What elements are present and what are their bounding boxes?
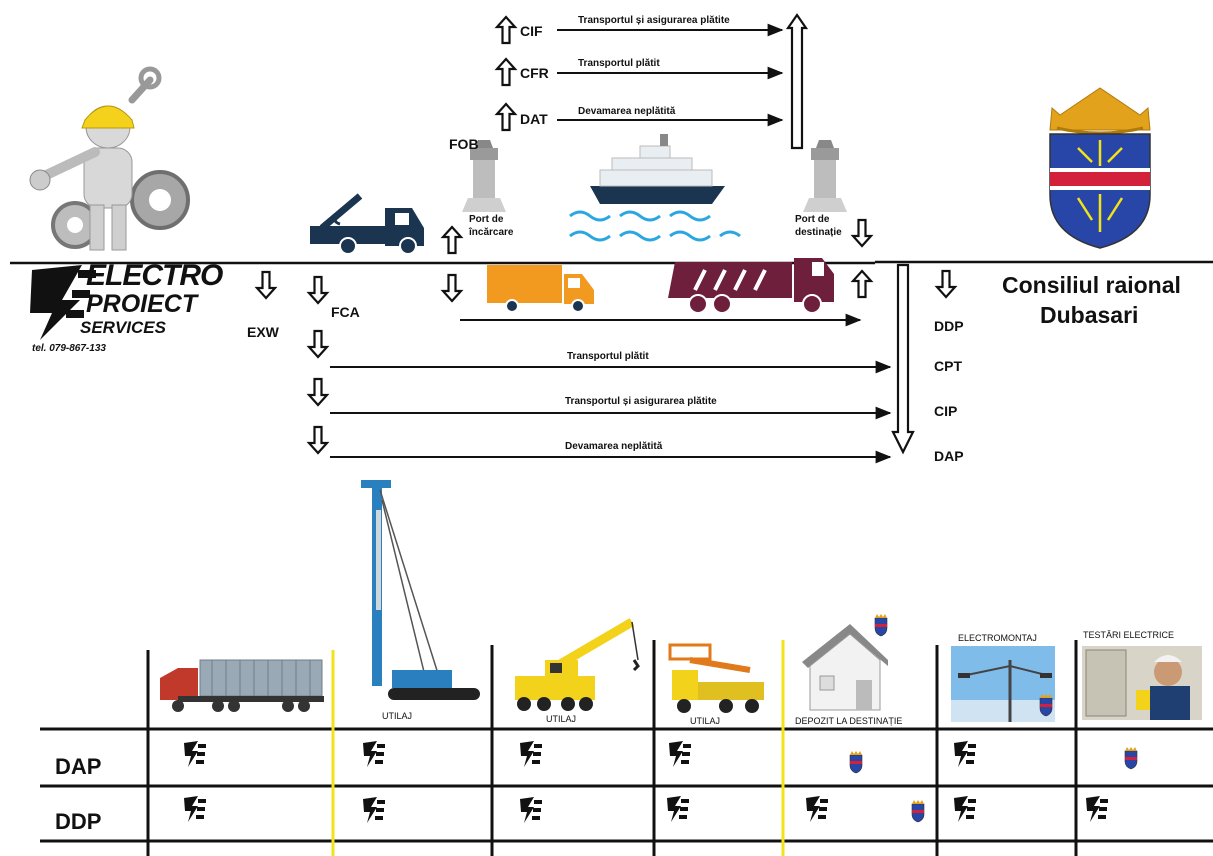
term-code-fca: FCA [331,304,360,320]
warehouse-house-icon [802,613,888,711]
table-header-testari: TESTĂRI ELECTRICE [1083,630,1175,640]
orange-truck-icon [487,265,594,313]
client-name-line2: Dubasari [1040,302,1139,328]
pile-driver-icon [361,480,480,700]
term-code-cfr: CFR [520,65,549,81]
dump-truck-icon [668,258,834,314]
term-desc-dat: Devamarea neplătită [578,106,676,117]
aerial-lift-truck-icon [668,643,764,713]
term-code-dat: DAT [520,111,548,127]
term-desc-cif: Transportul și asigurarea plătite [578,15,730,26]
table-header-depozit: DEPOZIT LA DESTINAȚIE [795,716,903,726]
table-row-label-dap: DAP [55,754,102,779]
brand-logo-mark [30,265,96,340]
port-destination-line2: destinație [795,227,842,238]
dubasari-coat-of-arms [1049,87,1151,249]
term-code-dap: DAP [934,448,964,464]
port-loading-line2: încărcare [469,227,514,238]
mobile-crane-icon [515,618,640,711]
brand-phone: tel. 079-867-133 [32,343,106,354]
port-loading-line1: Port de [469,214,504,225]
term-code-fob: FOB [449,136,479,152]
destination-port-lighthouse [803,140,847,212]
cargo-ship-icon [569,134,741,242]
term-code-cif: CIF [520,23,543,39]
table-header-utilaj-1: UTILAJ [382,711,413,721]
term-desc-cpt: Transportul plătit [567,351,649,362]
services-table [40,640,1213,856]
table-row-label-ddp: DDP [55,809,102,834]
container-truck-icon [160,659,324,712]
term-code-ddp: DDP [934,318,964,334]
term-desc-cfr: Transportul plătit [578,58,660,69]
table-header-utilaj-2: UTILAJ [546,714,577,724]
loading-port-lighthouse [462,140,506,212]
table-cell-marks [184,741,1138,823]
term-code-exw: EXW [247,324,279,340]
electrical-testing-photo [1082,646,1202,720]
table-header-electromontaj: ELECTROMONTAJ [958,633,1037,643]
electromontaj-photo [951,646,1055,722]
port-destination-line1: Port de [795,214,830,225]
term-code-cpt: CPT [934,358,962,374]
engineer-illustration [29,66,190,251]
client-name-line1: Consiliul raional [1002,272,1181,298]
term-desc-cip: Transportul și asigurarea plătite [565,396,717,407]
brand-name-line1: ELECTRO [86,259,223,292]
term-desc-dap: Devamarea neplătită [565,441,663,452]
table-header-utilaj-3: UTILAJ [690,716,721,726]
tow-truck-icon [310,193,424,255]
brand-name-line3: SERVICES [80,318,166,337]
term-code-cip: CIP [934,403,958,419]
brand-name-line2: PROIECT [86,290,198,318]
